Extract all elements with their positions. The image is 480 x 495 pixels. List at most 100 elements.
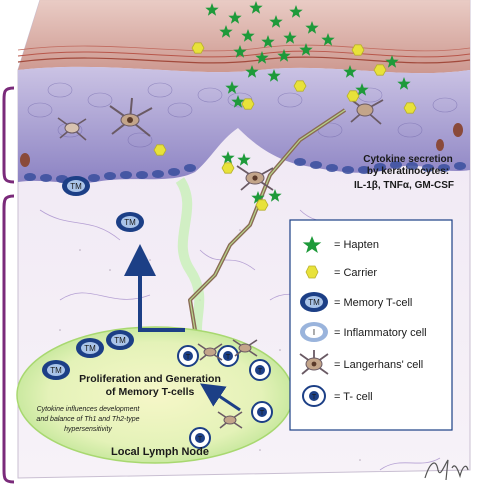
- node-note-line1: Cytokine influences development: [37, 406, 141, 413]
- cell-letter: T: [198, 436, 203, 443]
- hapten-star-icon: [251, 191, 265, 204]
- memory-t-cell: TM: [62, 176, 90, 196]
- memory-t-cell-legend-icon: TM: [300, 292, 328, 312]
- pigment-cells: [20, 123, 463, 167]
- legend-label-langerhans: = Langerhans' cell: [334, 359, 423, 371]
- hapten-star-icon: [225, 81, 239, 94]
- hapten-star-icon: [385, 55, 399, 68]
- carrier-hexagon-icon: [191, 42, 205, 54]
- hapten-star-icon: [277, 49, 291, 62]
- hapten-star-icon: [205, 3, 219, 16]
- hapten-star-icon: [321, 33, 335, 46]
- hapten-star-icon: [343, 65, 357, 78]
- lymph-node-label: Local Lymph Node: [111, 446, 209, 458]
- carrier-group: [153, 42, 417, 211]
- inflammatory-cell-legend-icon: I: [300, 322, 328, 342]
- carrier-legend-icon: [305, 265, 319, 279]
- carrier-hexagon-icon: [221, 162, 235, 174]
- hapten-star-icon: [268, 189, 282, 202]
- langerhans-cell: [109, 97, 153, 137]
- hapten-star-icon: [233, 45, 247, 58]
- carrier-hexagon-icon: [373, 64, 387, 76]
- hapten-star-icon: [221, 151, 235, 164]
- legend-label-hapten: = Hapten: [334, 239, 379, 251]
- hapten-star-icon: [267, 69, 281, 82]
- cell-letter: T: [226, 354, 231, 361]
- memory-t-cell: TM: [106, 330, 134, 350]
- hapten-star-icon: [245, 65, 259, 78]
- cell-letter: T: [312, 394, 317, 401]
- cell-letter: T: [186, 354, 191, 361]
- hapten-star-icon: [299, 43, 313, 56]
- hapten-star-icon: [255, 51, 269, 64]
- memory-t-cell: TM: [42, 360, 70, 380]
- carrier-hexagon-icon: [153, 144, 167, 156]
- hapten-star-icon: [219, 25, 233, 38]
- legend-label-memory: = Memory T-cell: [334, 297, 412, 309]
- hapten-star-icon: [289, 5, 303, 18]
- memory-t-cell: TM: [116, 212, 144, 232]
- node-title-line1: Proliferation and Generation: [79, 373, 221, 385]
- langerhans-cell: [236, 165, 274, 191]
- t-cell: T: [249, 359, 271, 381]
- cell-letter: TM: [84, 344, 96, 353]
- langerhans-cell: [57, 117, 87, 141]
- cell-letter: TM: [114, 336, 126, 345]
- cell-letter: I: [313, 328, 315, 337]
- epidermis-bracket: [2, 86, 15, 184]
- hapten-legend-icon: [302, 236, 322, 253]
- carrier-hexagon-icon: [255, 199, 269, 211]
- hapten-star-icon: [237, 153, 251, 166]
- cell-letter: T: [260, 410, 265, 417]
- node-title-line2: of Memory T-cells: [106, 386, 195, 398]
- artist-signature: [424, 459, 469, 481]
- legend-label-inflammatory: = Inflammatory cell: [334, 327, 427, 339]
- keratinocyte-cells: [27, 82, 458, 148]
- t-cell: T: [177, 345, 199, 367]
- lymphatic-vessel: [175, 177, 205, 347]
- legend-label-tcell: = T- cell: [334, 391, 373, 403]
- langerhans-cell: [197, 343, 223, 361]
- dermis-bracket: [2, 194, 15, 484]
- legend: = Hapten = Carrier TM = Memory T-cell I …: [289, 219, 453, 431]
- hapten-star-icon: [241, 29, 255, 42]
- carrier-hexagon-icon: [403, 102, 417, 114]
- t-cell-legend-icon: T: [302, 385, 326, 407]
- langerhans-cell: [217, 411, 243, 429]
- hapten-star-icon: [283, 31, 297, 44]
- hapten-star-icon: [355, 83, 369, 96]
- tcell-to-node-arrow: [200, 383, 241, 412]
- cytokine-caption-line3: IL-1β, TNFα, GM-CSF: [354, 180, 454, 191]
- carrier-hexagon-icon: [241, 98, 255, 110]
- hapten-star-icon: [269, 15, 283, 28]
- node-note-line3: hypersensitivity: [64, 426, 112, 433]
- carrier-hexagon-icon: [293, 80, 307, 92]
- langerhans-cell: [348, 97, 384, 125]
- t-cell: T: [217, 345, 239, 367]
- cell-letter: TM: [308, 298, 320, 307]
- node-note-line2: and balance of Th1 and Th2-type: [36, 416, 139, 423]
- hapten-star-icon: [261, 35, 275, 48]
- legend-label-carrier: = Carrier: [334, 267, 377, 279]
- cell-letter: TM: [124, 218, 136, 227]
- cytokine-caption-line1: Cytokine secretion: [363, 154, 452, 165]
- memory-cell-arrow: [124, 244, 185, 332]
- cell-letter: TM: [70, 182, 82, 191]
- cell-letter: TM: [50, 366, 62, 375]
- carrier-hexagon-icon: [351, 44, 365, 56]
- hapten-group: [205, 1, 411, 204]
- hapten-star-icon: [231, 95, 245, 108]
- langerhans-cell-legend-icon: [299, 350, 329, 375]
- memory-t-cell: TM: [76, 338, 104, 358]
- hapten-star-icon: [305, 21, 319, 34]
- hapten-star-icon: [249, 1, 263, 14]
- carrier-hexagon-icon: [346, 90, 360, 102]
- hapten-star-icon: [228, 11, 242, 24]
- hapten-star-icon: [397, 77, 411, 90]
- t-cell: T: [251, 401, 273, 423]
- cell-letter: T: [258, 368, 263, 375]
- cytokine-caption-line2: by keratinocytes:: [367, 166, 449, 177]
- t-cell: T: [189, 427, 211, 449]
- langerhans-cell: [232, 339, 258, 357]
